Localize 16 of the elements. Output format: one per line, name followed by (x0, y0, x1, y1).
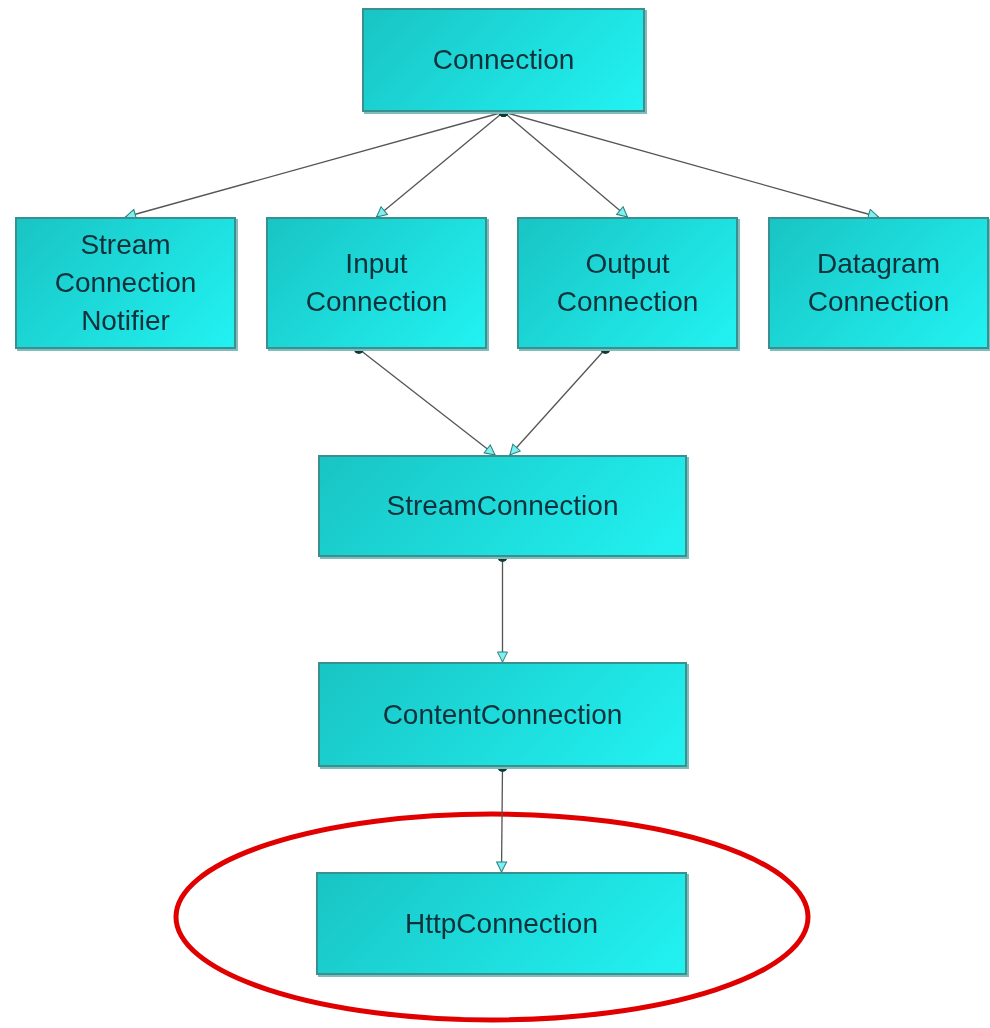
class-name: Datagram Connection (806, 247, 951, 319)
class-name: Stream Connection Notifier (53, 228, 198, 338)
class-box (517, 217, 738, 349)
class-box (318, 662, 687, 767)
class-name: HttpConnection (404, 906, 599, 941)
class-box (318, 455, 687, 557)
class-box (362, 8, 645, 112)
class-name: Output Connection (555, 247, 700, 319)
class-name: Connection (431, 43, 576, 77)
class-name: ContentConnection (381, 697, 624, 732)
class-name: StreamConnection (385, 489, 620, 523)
class-box (316, 872, 687, 975)
class-name: Input Connection (304, 247, 449, 319)
class-box (266, 217, 487, 349)
class-box (768, 217, 989, 349)
class-box (15, 217, 236, 349)
